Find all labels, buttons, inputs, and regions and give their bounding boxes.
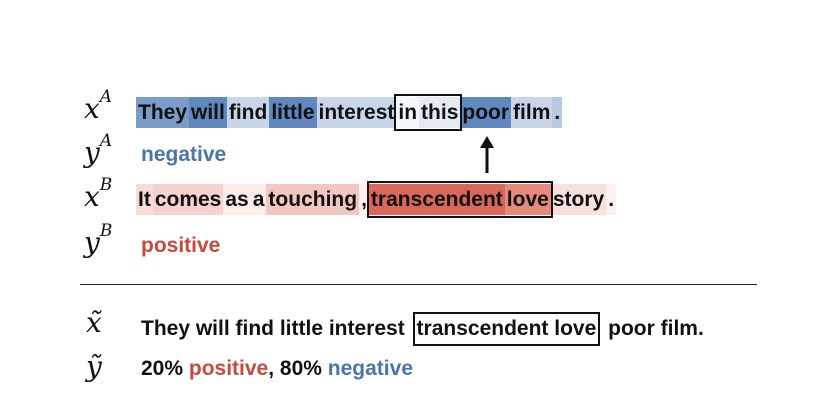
mixed-boxed: transcendent love xyxy=(412,312,601,346)
up-arrow-icon xyxy=(480,136,494,173)
label-b-text: positive xyxy=(141,234,221,257)
sentence-b-token: comes xyxy=(152,184,224,215)
separator-line xyxy=(80,284,757,285)
sentence-a-token: poor xyxy=(460,97,512,128)
mixed-sentence: They will find little interest transcend… xyxy=(141,312,704,346)
sentence-b-token: touching xyxy=(266,184,360,215)
sentence-a-token: find xyxy=(226,97,270,128)
sentence-b-token: love xyxy=(504,184,551,215)
sentence-a-token: in xyxy=(396,97,420,128)
mixed-after: poor film. xyxy=(608,317,704,340)
swap-region-a-box xyxy=(394,94,463,131)
sentence-a-token: this xyxy=(419,97,461,128)
label-y-b: yB xyxy=(84,220,113,259)
sentence-a-token: . xyxy=(552,97,563,128)
comma: , xyxy=(268,357,275,380)
label-a-text: negative xyxy=(141,143,227,166)
sentence-b-token: . xyxy=(606,184,617,215)
mixed-label: 20% positive, 80% negative xyxy=(141,355,413,383)
label-y-mixed: ỹ xyxy=(86,350,102,383)
sentence-b-token: a xyxy=(250,184,267,215)
sentence-b-token: It xyxy=(136,184,153,215)
sentence-b-token: transcendent xyxy=(368,184,505,215)
sentence-a-token: film xyxy=(511,97,553,128)
label-x-mixed: x̃ xyxy=(86,306,102,339)
sentence-a-token: interest xyxy=(316,97,397,128)
pct-negative: 80% xyxy=(279,357,322,380)
swap-region-b-box xyxy=(366,181,553,218)
mixed-before: They will find little interest xyxy=(141,317,405,340)
sentence-b-token: story xyxy=(550,184,607,215)
sentence-b-token: as xyxy=(223,184,251,215)
label-x-a: xA xyxy=(84,86,113,125)
sentence-a-token: little xyxy=(269,97,317,128)
negative-word: negative xyxy=(327,357,413,380)
positive-word: positive xyxy=(188,357,269,380)
sentence-b-token: , xyxy=(359,184,369,215)
sentence-a-token: They xyxy=(136,97,190,128)
sentence-a-token: will xyxy=(189,97,227,128)
pct-positive: 20% xyxy=(141,357,184,380)
label-y-a: yA xyxy=(84,130,113,169)
label-x-b: xB xyxy=(84,174,113,213)
